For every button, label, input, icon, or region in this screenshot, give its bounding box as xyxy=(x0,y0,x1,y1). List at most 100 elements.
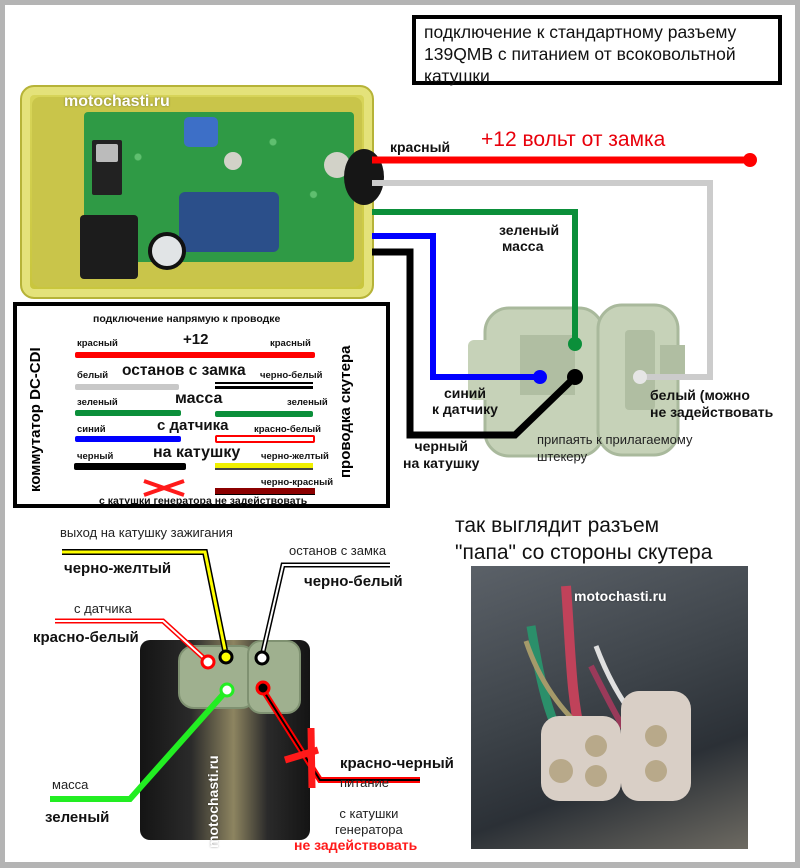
top-wiring-diagram xyxy=(372,153,757,458)
photo-pin xyxy=(645,760,667,782)
wire-green-terminal xyxy=(568,337,582,351)
label-ignition-output: выход на катушку зажигания xyxy=(60,525,233,540)
label-blue-sensor: синий к датчику xyxy=(432,385,498,417)
label-from-generator-coil: с катушки генератора xyxy=(335,806,403,838)
legend-row-4-center: на катушку xyxy=(153,444,241,461)
label-solder-note: припаять к прилагаемому штекеру xyxy=(537,431,693,465)
legend-row-0-left: красный xyxy=(77,338,118,349)
legend-bar-black xyxy=(74,463,186,470)
wire-green-ground xyxy=(50,688,230,802)
legend-bar-black-yellow xyxy=(215,463,313,470)
connector-socket xyxy=(80,215,138,279)
label-solder-line1: припаять к прилагаемому xyxy=(537,432,693,447)
legend-row-3-right: красно-белый xyxy=(254,424,321,435)
legend-cross-icon xyxy=(143,479,185,497)
legend-row-4-left: черный xyxy=(77,451,114,462)
bottom-border xyxy=(0,862,800,868)
label-white-line1: белый (можно xyxy=(650,387,750,403)
legend-heading: подключение напрямую к проводке xyxy=(93,313,281,325)
label-from-coil-line1: с катушки xyxy=(339,806,399,821)
wire-blue-terminal xyxy=(533,370,547,384)
label-12v-from-ignition: +12 вольт от замка xyxy=(481,128,666,151)
label-not-used: не задействовать xyxy=(294,837,418,853)
legend-row-1-center: останов с замка xyxy=(122,362,246,379)
watermark-photo: motochasti.ru xyxy=(574,588,667,604)
photo-pin xyxy=(645,725,667,747)
caption-line2: "папа" со стороны скутера xyxy=(455,541,713,564)
legend-bar-white xyxy=(75,384,179,390)
cdi-socket-2pin xyxy=(247,640,301,714)
legend-bar-black-white-top xyxy=(215,382,313,384)
label-from-sensor: с датчика xyxy=(74,601,132,616)
pin-black-yellow xyxy=(218,649,234,665)
wire-black-terminal xyxy=(567,369,583,385)
photo-pin xyxy=(549,759,573,783)
scooter-connector-illustration xyxy=(523,585,691,801)
scooter-connector-caption: так выглядит разъем "папа" со стороны ск… xyxy=(455,512,712,566)
label-black-white: черно-белый xyxy=(304,573,403,590)
capacitor-large xyxy=(148,232,186,270)
label-black-yellow: черно-желтый xyxy=(64,560,172,577)
legend-row-2-center: масса xyxy=(175,390,223,407)
relay-component xyxy=(179,192,279,252)
legend-row-3-center: с датчика xyxy=(157,417,229,434)
legend-row-2-right: зеленый xyxy=(287,397,328,408)
label-red-wire: красный xyxy=(390,139,451,155)
wire-black-white-stripe xyxy=(261,564,390,657)
legend-row-5-right: черно-красный xyxy=(261,477,334,488)
label-blue-line2: к датчику xyxy=(432,401,498,417)
legend-row-1-left: белый xyxy=(77,370,109,381)
legend-row-0-center: +12 xyxy=(183,331,209,348)
legend-row-1-right: черно-белый xyxy=(260,370,323,381)
legend-row-3-left: синий xyxy=(77,424,106,435)
wire-red-terminal xyxy=(743,153,757,167)
legend-footer: с катушки генератора не задействовать xyxy=(99,495,308,507)
not-used-cross-icon xyxy=(283,727,320,789)
regulator-heatsink xyxy=(96,144,118,162)
title-line-2: 139QMB с питанием от всоковольтной xyxy=(424,44,736,64)
direct-wiring-legend: подключение напрямую к проводке коммутат… xyxy=(13,302,390,508)
label-from-coil-line2: генератора xyxy=(335,822,403,837)
title-line-1: подключение к стандартному разъему xyxy=(424,22,737,42)
label-white-optional: белый (можно не задействовать xyxy=(650,387,773,421)
legend-bar-green-left xyxy=(75,410,181,416)
legend-bar-black-white-bottom xyxy=(215,386,313,389)
label-blue-line1: синий xyxy=(443,385,486,401)
photo-connector-4pin xyxy=(541,716,621,801)
wire-black-yellow-stripe xyxy=(62,550,227,651)
label-black-line2: на катушку xyxy=(403,455,480,471)
legend-bar-red xyxy=(75,352,315,358)
legend-row-2-left: зеленый xyxy=(77,397,118,408)
caption-line1: так выглядит разъем xyxy=(455,514,660,537)
capacitor-component xyxy=(224,152,242,170)
pin-red-white xyxy=(200,654,216,670)
legend-row-0-right: красный xyxy=(270,338,311,349)
legend-row-4-right: черно-желтый xyxy=(261,451,329,462)
photo-pin xyxy=(585,735,607,757)
connector-latch-left xyxy=(468,340,498,400)
label-solder-line2: штекеру xyxy=(537,449,588,464)
legend-right-side-label: проводка скутера xyxy=(337,345,354,478)
legend-left-side-label: коммутатор DC-CDI xyxy=(27,347,44,492)
wire-white-terminal xyxy=(633,370,647,384)
pin-black-white xyxy=(254,650,270,666)
title-box: подключение к стандартному разъему 139QM… xyxy=(412,15,782,86)
label-stop-from-ignition: останов с замка xyxy=(289,543,387,558)
label-black-coil: черный на катушку xyxy=(403,438,479,472)
scooter-connector-photo: motochasti.ru xyxy=(471,566,748,849)
wire-green xyxy=(372,209,578,344)
watermark-top: motochasti.ru xyxy=(64,93,170,110)
wire-red-black-core xyxy=(262,689,420,781)
label-red-white: красно-белый xyxy=(33,629,139,646)
legend-bar-black-red xyxy=(215,488,315,495)
label-white-line2: не задействовать xyxy=(650,404,774,420)
title-line-3: катушки xyxy=(424,66,490,86)
label-red-black: красно-черный xyxy=(340,755,454,772)
pin-red-black xyxy=(255,680,271,696)
label-ground: масса xyxy=(52,777,89,792)
label-green-ground: зеленый масса xyxy=(499,222,559,254)
label-green-line2: масса xyxy=(502,238,544,254)
wire-white xyxy=(372,180,713,380)
photo-pin xyxy=(585,765,607,787)
legend-bar-blue xyxy=(75,436,181,442)
